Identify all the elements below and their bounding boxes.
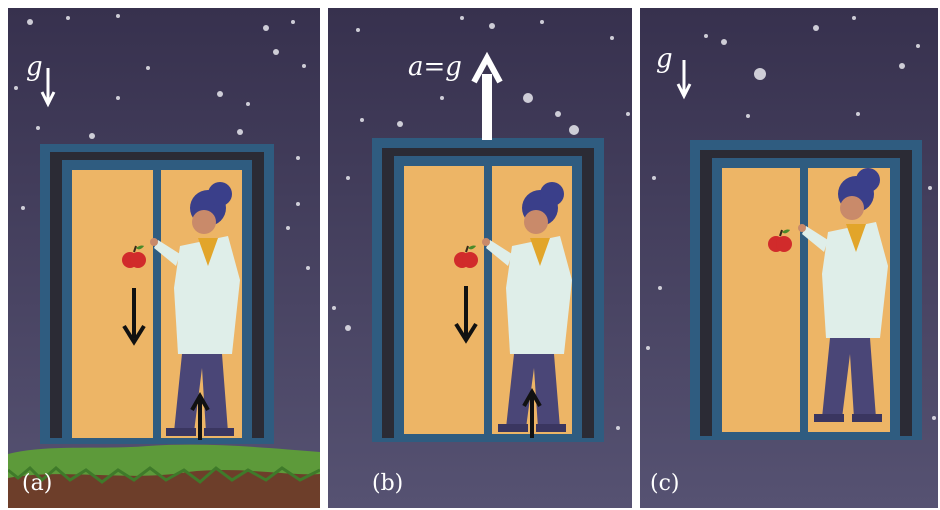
panel-label: (b) <box>372 471 403 496</box>
panel-c-scene <box>640 8 938 508</box>
gravity-label: g <box>656 44 673 74</box>
panel-b-scene <box>328 8 632 508</box>
panel-c: g (c) <box>640 8 938 508</box>
acceleration-label: a=g <box>408 52 462 82</box>
panel-b: a=g (b) <box>328 8 632 508</box>
panel-label: (c) <box>650 471 680 496</box>
panel-a-scene <box>8 8 320 508</box>
panel-a: g (a) <box>8 8 320 508</box>
panel-label: (a) <box>22 471 52 496</box>
gravity-label: g <box>26 52 43 82</box>
